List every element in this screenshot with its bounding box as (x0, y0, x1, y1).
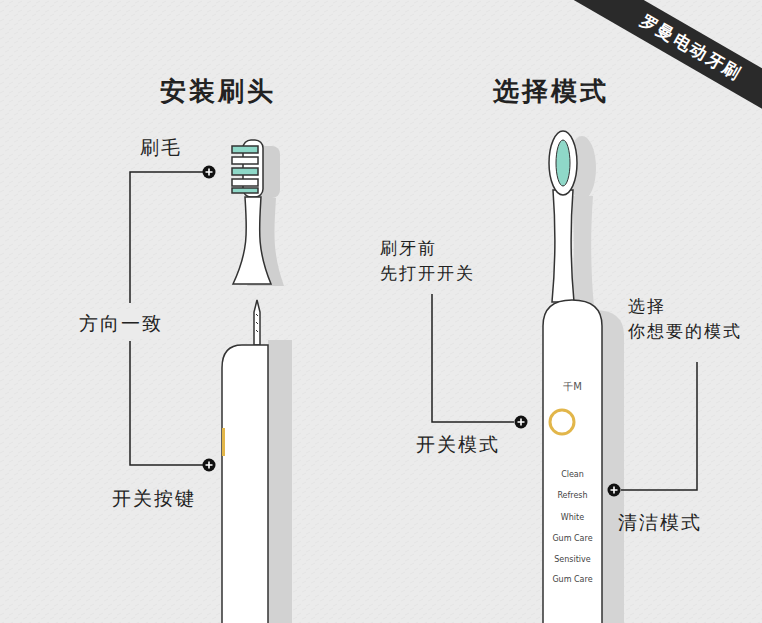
brand-logo: 千M (543, 380, 602, 394)
section-title: 选择模式 (493, 74, 609, 109)
part-label: 刷毛 (140, 135, 182, 161)
handle-shadow (268, 340, 292, 623)
handle-left (222, 300, 268, 623)
part-label: 清洁模式 (618, 510, 702, 536)
note-label: 方向一致 (76, 309, 166, 339)
part-label: 开关模式 (416, 432, 500, 458)
section-title: 安装刷头 (160, 74, 276, 109)
brush-head (232, 140, 271, 284)
power-ring (550, 410, 574, 434)
note-label: 刷牙前 先打开开关 (380, 236, 492, 285)
mode-name: Gum Care (543, 575, 602, 584)
power-button (222, 428, 225, 456)
brush-right (543, 131, 602, 623)
part-label: 开关按键 (112, 486, 196, 512)
mode-name: Sensitive (543, 555, 602, 564)
plus-dot (203, 166, 621, 497)
mode-name: Clean (543, 470, 602, 479)
handle-panel: 千MCleanRefreshWhiteGum CareSensitiveGum … (543, 300, 602, 623)
mode-name: White (543, 513, 602, 522)
mode-name: Gum Care (543, 534, 602, 543)
mode-name: Refresh (543, 491, 602, 500)
note-label: 选择 你想要的模式 (628, 294, 756, 343)
